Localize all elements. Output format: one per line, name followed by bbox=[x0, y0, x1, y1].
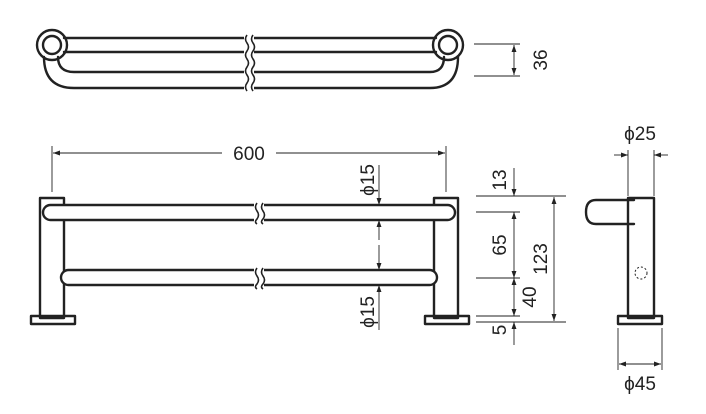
upper-bar bbox=[41, 203, 457, 222]
dim-base-dia-label: ϕ45 bbox=[624, 374, 656, 395]
dim-lower-height-label: 40 bbox=[520, 286, 541, 307]
top-view: 36 bbox=[35, 28, 552, 92]
dim-bar-spacing-label: 65 bbox=[490, 234, 511, 255]
dim-depth-label: 36 bbox=[531, 49, 552, 70]
right-flange bbox=[431, 28, 465, 62]
left-post bbox=[38, 196, 66, 320]
side-post bbox=[626, 196, 656, 320]
front-view: 600 ϕ15 ϕ15 bbox=[29, 144, 471, 330]
lower-bar bbox=[59, 268, 439, 287]
dim-upper-bar-dia-label: ϕ15 bbox=[358, 164, 379, 196]
right-post bbox=[432, 196, 460, 320]
right-base bbox=[423, 314, 471, 326]
top-view-break-left bbox=[244, 34, 250, 92]
height-dimensions: 13 65 40 5 123 bbox=[476, 168, 566, 345]
dim-top-offset-label: 13 bbox=[490, 169, 511, 190]
dim-lower-bar-dia-label: ϕ15 bbox=[358, 296, 379, 328]
dim-length-label: 600 bbox=[233, 144, 265, 165]
side-view: ϕ25 ϕ45 bbox=[584, 124, 668, 395]
dim-total-height-label: 123 bbox=[531, 243, 552, 275]
lower-bar-break-left bbox=[254, 267, 260, 290]
upper-bar-break-left bbox=[254, 202, 260, 225]
dim-base-thickness-label: 5 bbox=[490, 325, 511, 336]
dim-bar-end-dia-label: ϕ25 bbox=[624, 124, 656, 145]
left-base bbox=[29, 314, 77, 326]
left-flange bbox=[35, 28, 69, 62]
top-view-break-right bbox=[250, 34, 256, 92]
upper-bar-break-right bbox=[260, 202, 266, 225]
right-flange-inner bbox=[437, 34, 459, 56]
side-screw-hole bbox=[634, 266, 648, 280]
left-flange-inner bbox=[41, 34, 63, 56]
side-bar-end bbox=[584, 198, 636, 226]
lower-bar-break-right bbox=[260, 267, 266, 290]
side-base bbox=[616, 314, 664, 326]
